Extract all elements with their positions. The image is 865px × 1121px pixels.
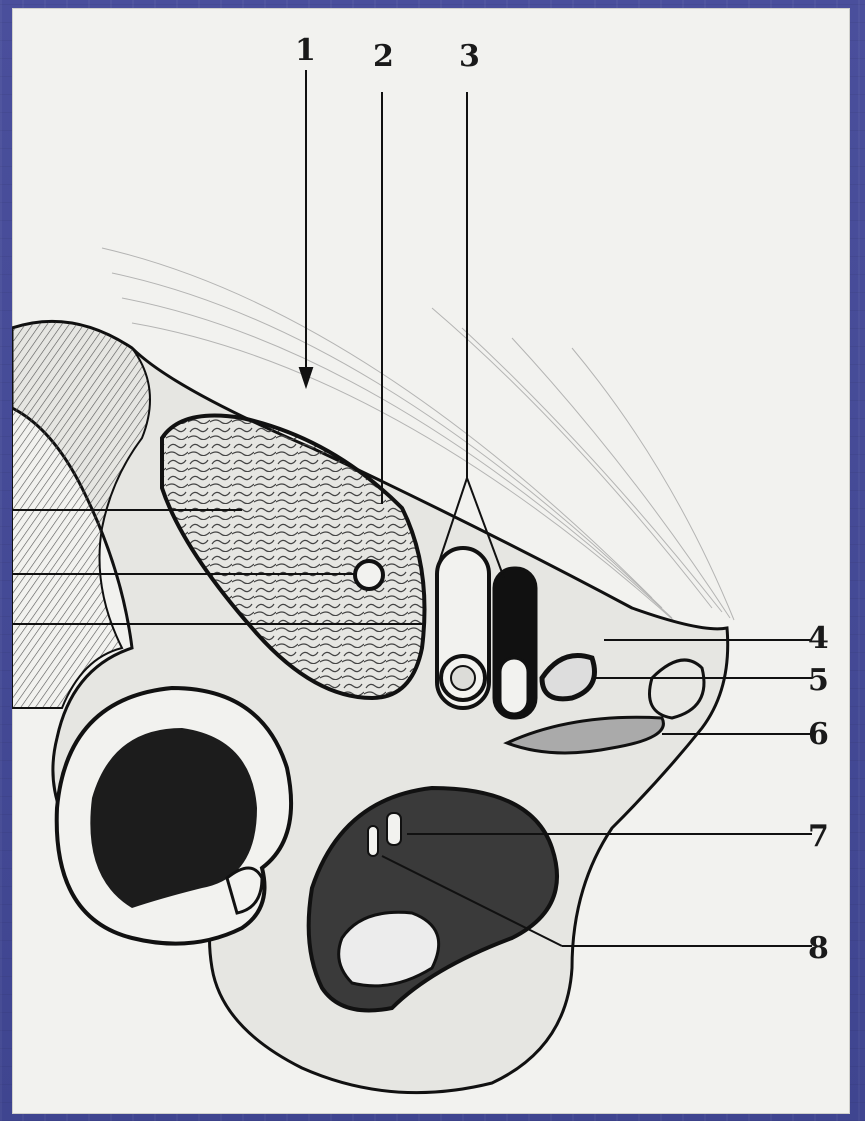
anatomical-drawing: 1 2 3 4 5 6 7 8	[12, 8, 850, 1114]
label-3: 3	[459, 39, 480, 74]
anatomical-figure: 1 2 3 4 5 6 7 8	[12, 8, 850, 1114]
label-2: 2	[373, 39, 394, 74]
label-1: 1	[295, 33, 316, 68]
label-5: 5	[808, 663, 829, 698]
label-7: 7	[808, 819, 829, 854]
tubular-structures	[437, 548, 536, 718]
label-4: 4	[808, 621, 829, 656]
small-vessel	[355, 561, 383, 589]
label-8: 8	[808, 931, 829, 966]
label-6: 6	[808, 717, 829, 752]
round-cavity	[57, 688, 291, 944]
